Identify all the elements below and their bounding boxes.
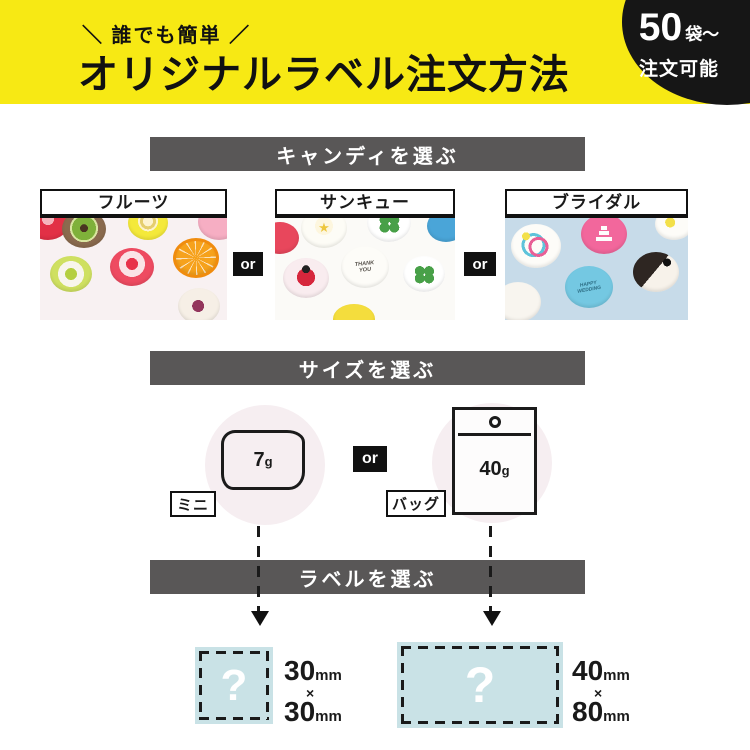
candy-photo-thankyou: ★ THANK YOU <box>275 218 455 320</box>
dashed-border-left <box>199 651 202 720</box>
candy-clover-icon <box>367 218 411 242</box>
times-symbol: × <box>306 685 315 701</box>
candy-tuxedo-icon <box>633 252 679 292</box>
connector-dashed-line-right <box>489 526 492 612</box>
candy-photo-bridal: HAPPY WEDDING <box>505 218 688 320</box>
candy-pink-icon <box>198 218 227 240</box>
dashed-border-right <box>556 646 559 724</box>
candy-yellow-icon <box>333 304 375 320</box>
candy-white-icon <box>505 282 541 320</box>
candy-kiwi-icon <box>62 218 106 248</box>
candy-option-thankyou[interactable]: サンキュー ★ THANK YOU <box>275 189 455 320</box>
candy-option-thankyou-label: サンキュー <box>275 189 455 218</box>
arrow-down-right-icon <box>483 611 501 626</box>
candy-ladybug-icon <box>283 258 329 298</box>
question-mark: ? <box>464 657 496 713</box>
size-mini-tag: ミニ <box>170 491 216 517</box>
candy-berry-icon <box>178 288 220 320</box>
page-title: オリジナルラベル注文方法 <box>78 53 570 97</box>
size-bag-tag: バッグ <box>386 490 446 517</box>
candy-wedding-cake-icon <box>581 218 627 254</box>
question-mark: ? <box>220 660 248 710</box>
badge-count-suffix: 袋～ <box>685 25 720 44</box>
bag-seal-line <box>458 433 531 436</box>
candy-strawberry-icon <box>110 248 154 286</box>
bag-hang-hole-icon <box>488 416 501 428</box>
star-icon: ★ <box>318 220 330 235</box>
step2-bar: サイズを選ぶ <box>150 351 585 385</box>
badge-caption: 注文可能 <box>638 59 719 80</box>
dashed-border-bottom <box>401 721 559 724</box>
dashed-border-right <box>266 651 269 720</box>
label-30x30-dimensions: 30mm × 30mm <box>284 655 342 728</box>
candy-option-bridal[interactable]: ブライダル HAPPY WEDDING <box>505 189 688 320</box>
bag-weight: 40g <box>479 458 510 480</box>
dashed-border-top <box>199 651 269 654</box>
dashed-border-left <box>401 646 404 724</box>
candy-striped-icon <box>655 218 688 240</box>
candy-option-fruits-label: フルーツ <box>40 189 227 218</box>
candy-thankyou-text-icon: THANK YOU <box>341 246 389 288</box>
header-slogan: ＼ 誰でも簡単 ／ <box>82 25 252 47</box>
happy-wedding-text: HAPPY WEDDING <box>577 279 602 294</box>
label-40x80-dimensions: 40mm × 80mm <box>572 655 630 728</box>
label-height: 80mm <box>572 696 630 727</box>
mini-pouch-illustration[interactable]: 7g <box>221 430 305 490</box>
candy-star-icon: ★ <box>301 218 347 248</box>
candy-orange-icon <box>173 238 219 278</box>
size-mini-bg-circle <box>205 405 325 525</box>
bag-illustration[interactable]: 40g <box>452 407 537 515</box>
arrow-down-left-icon <box>251 611 269 626</box>
thank-you-text: THANK YOU <box>354 259 375 274</box>
candy-red-icon <box>275 222 299 254</box>
step1-bar: キャンディを選ぶ <box>150 137 585 171</box>
step3-bar: ラベルを選ぶ <box>150 560 585 594</box>
candy-option-bridal-label: ブライダル <box>505 189 688 218</box>
dashed-border-top <box>401 646 559 649</box>
mini-weight: 7g <box>253 448 273 471</box>
label-height: 30mm <box>284 696 342 727</box>
candy-banana-icon <box>128 218 168 240</box>
badge-count: 50 <box>638 6 683 49</box>
times-symbol: × <box>594 685 603 701</box>
label-option-30x30[interactable]: ? <box>195 647 273 724</box>
connector-dashed-line-left <box>257 526 260 612</box>
candy-option-fruits[interactable]: フルーツ <box>40 189 227 320</box>
label-width: 30mm <box>284 655 342 686</box>
candy-blue-icon <box>427 218 455 242</box>
or-divider-2: or <box>464 252 496 276</box>
dashed-border-bottom <box>199 717 269 720</box>
candy-ring-icon <box>511 224 561 268</box>
candy-happy-wedding-icon: HAPPY WEDDING <box>565 266 613 308</box>
or-divider-3: or <box>353 446 387 472</box>
label-width: 40mm <box>572 655 630 686</box>
label-option-40x80[interactable]: ? <box>397 642 563 728</box>
candy-pear-icon <box>50 256 92 292</box>
candy-photo-fruits <box>40 218 227 320</box>
candy-clover-icon <box>403 256 445 292</box>
or-divider-1: or <box>233 252 263 276</box>
